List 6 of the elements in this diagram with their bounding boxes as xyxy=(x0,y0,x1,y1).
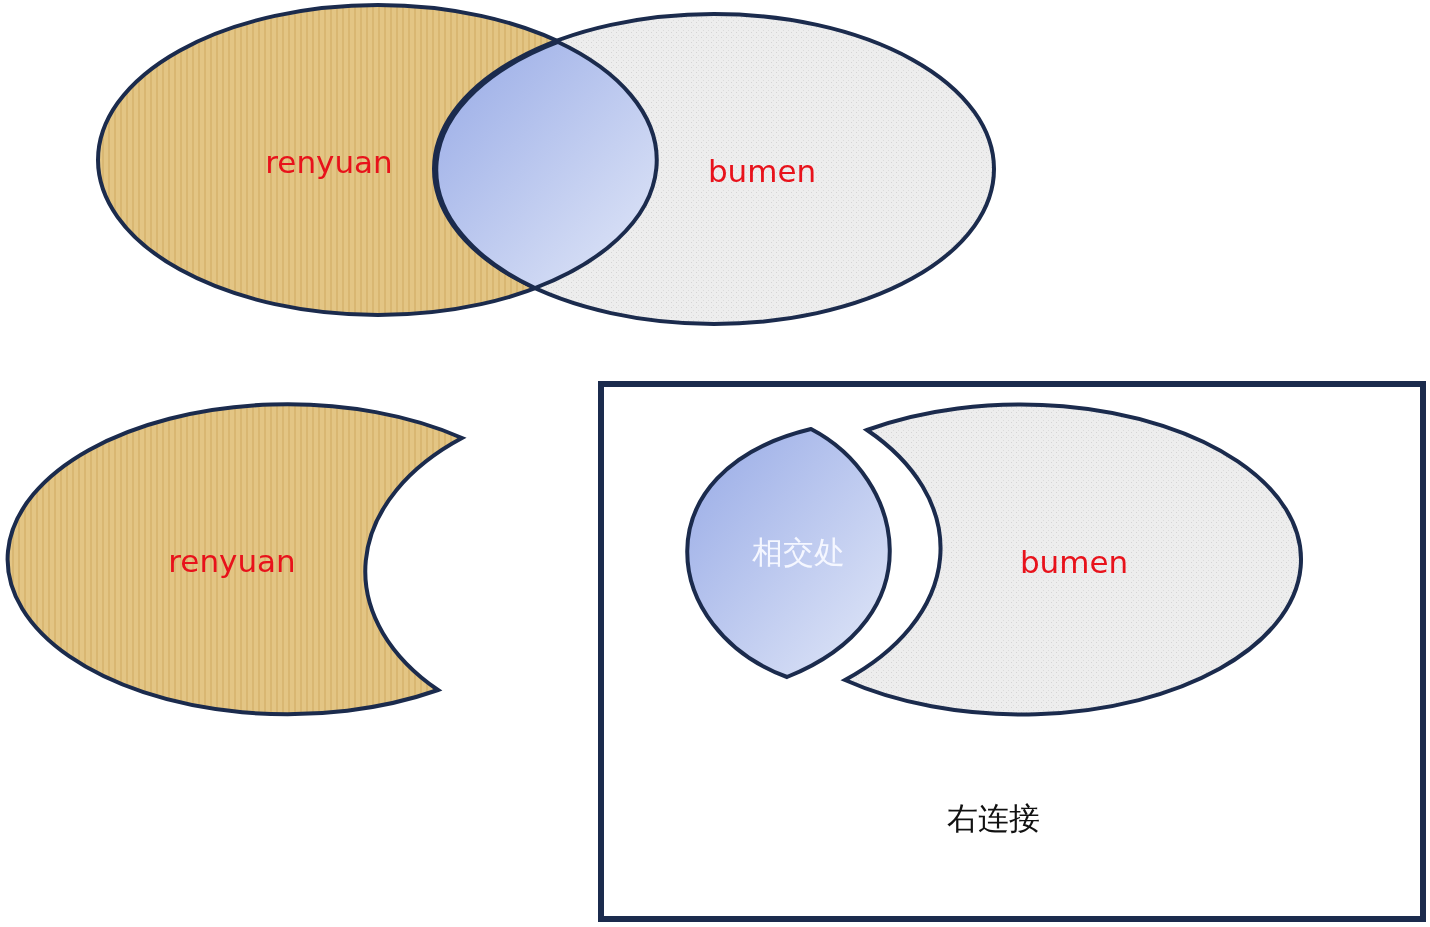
set-label: bumen xyxy=(707,153,817,189)
set-label: renyuan xyxy=(265,144,393,180)
set-label: renyuan xyxy=(168,543,296,579)
caption-text: 右连接 xyxy=(946,799,1040,838)
frame-panel xyxy=(598,381,1426,922)
set-label: bumen xyxy=(1019,544,1129,580)
